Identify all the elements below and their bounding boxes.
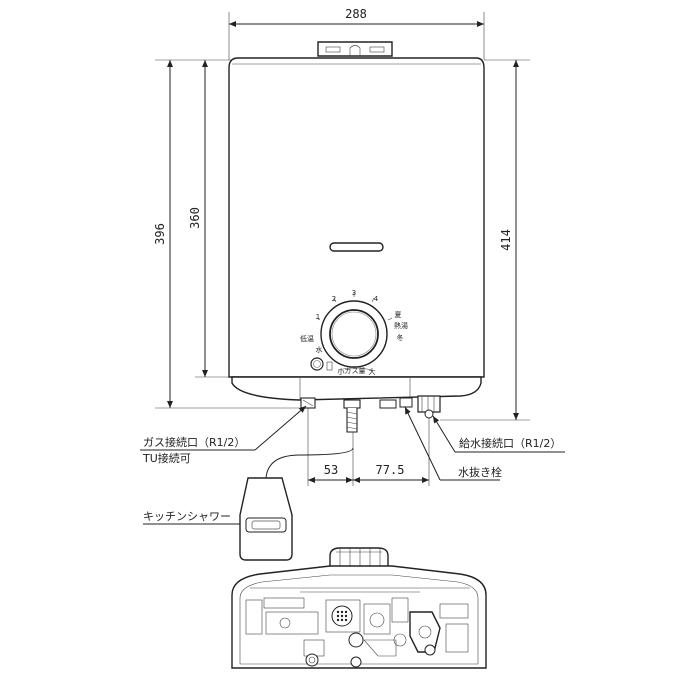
dimension-gas-offset-label: 53	[324, 463, 338, 477]
gas-inlet-label: ガス接続口（R1/2）	[143, 435, 245, 449]
dimension-water-offset-label: 77.5	[376, 463, 405, 477]
water-inlet-label: 給水接続口（R1/2）	[459, 436, 561, 450]
gas-label-small: 小	[338, 367, 345, 376]
dial-label-low-temp: 低温	[300, 334, 314, 343]
dimension-width-label: 288	[345, 7, 367, 21]
kitchen-shower-label: キッチンシャワー	[143, 510, 231, 523]
dial-label-summer: 夏	[395, 311, 402, 319]
dial-knob	[329, 309, 379, 359]
dial-scale-3: 3	[352, 289, 356, 297]
tu-connect-label: TU接続可	[142, 451, 191, 465]
heater-body	[228, 57, 485, 401]
dial-scale-4: 4	[374, 295, 379, 303]
callout-water-inlet: 給水接続口（R1/2）	[432, 415, 565, 453]
dimension-height-right: 414	[440, 59, 530, 421]
gas-connection	[300, 397, 316, 409]
dimension-height-right-label: 414	[499, 229, 513, 251]
dimension-pipe-offsets: 53 77.5	[307, 408, 430, 486]
dimension-height-total: 396	[153, 59, 300, 409]
gas-label-amount: ガス量	[345, 366, 366, 375]
dial-scale-1: 1	[316, 313, 320, 321]
dial-scale-2: 2	[332, 295, 336, 303]
drain-plug-label: 水抜き栓	[458, 465, 502, 479]
callout-gas-inlet: ガス接続口（R1/2） TU接続可	[140, 405, 307, 465]
dial-label-hot-water: 熱湯	[394, 321, 408, 330]
bottom-cover	[231, 376, 482, 401]
dial-label-water: 水	[316, 345, 323, 354]
mounting-bracket	[317, 41, 393, 57]
dimension-height-total-label: 396	[153, 223, 167, 245]
hot-water-outlet	[343, 399, 361, 433]
dimension-height-body: 360	[188, 60, 235, 378]
dial-label-winter: 冬	[397, 333, 404, 342]
bottom-view	[231, 547, 487, 669]
dimension-height-body-label: 360	[188, 207, 202, 229]
pilot-button	[310, 357, 324, 371]
indicator-window	[329, 242, 384, 252]
kitchen-shower: キッチンシャワー	[143, 447, 354, 561]
water-inlet-fitting	[379, 395, 441, 419]
gas-label-large: 大	[369, 367, 376, 376]
dimension-width: 288	[228, 7, 485, 60]
temperature-dial: 1 2 3 4 低温 夏 熱湯 冬 水 小 ガス量 大	[300, 289, 408, 376]
callout-drain-plug: 水抜き栓	[404, 406, 502, 481]
